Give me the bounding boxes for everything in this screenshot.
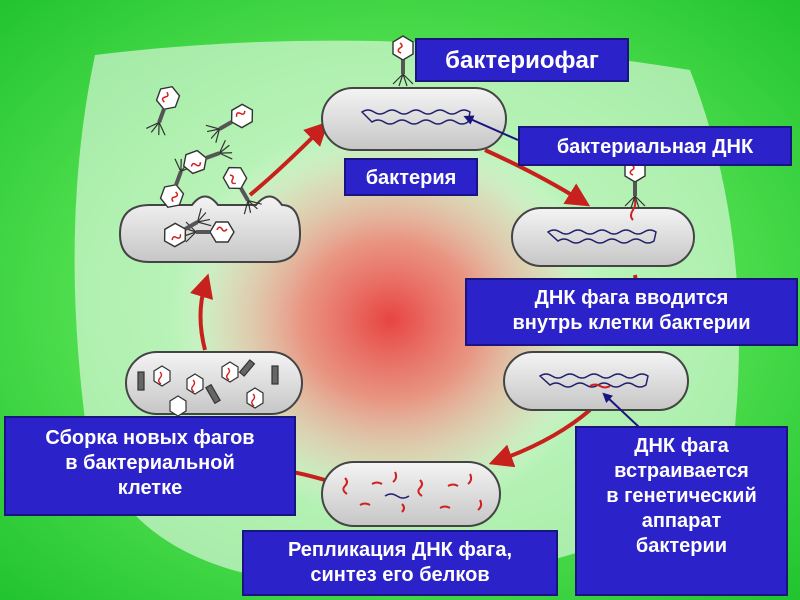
bacterium-cell-icon [511, 197, 695, 267]
dna-strand-icon [546, 229, 657, 244]
dna-integration-line-3: в генетический [606, 485, 757, 507]
label-bacterium: бактерия [344, 158, 478, 196]
label-dna-integration: ДНК фага встраивается в генетический апп… [575, 426, 788, 596]
label-bacterial-dna: бактериальная ДНК [518, 126, 792, 166]
label-assembly: Сборка новых фагов в бактериальной клетк… [4, 416, 296, 516]
dna-strand-icon [589, 383, 611, 389]
dna-integration-line-5: бактерии [635, 535, 728, 557]
assembly-line-2: в бактериальной [65, 452, 235, 474]
cycle-arrow-icon [488, 408, 592, 468]
dna-injection-line-2: внутрь клетки бактерии [512, 312, 751, 334]
pointer-bacterial-dna [463, 115, 519, 141]
replication-line-2: синтез его белков [310, 564, 490, 586]
cycle-arrow-icon [190, 273, 214, 351]
dna-strand-icon [630, 197, 637, 221]
dna-injection-line-1: ДНК фага вводится [534, 287, 729, 309]
dna-strand-icon [360, 109, 471, 125]
assembly-line-3: клетке [117, 477, 183, 499]
bacterium-cell-icon [503, 351, 689, 411]
dna-integration-line-1: ДНК фага [634, 435, 729, 457]
bacterium-cell-icon [321, 87, 507, 151]
bacteriophage-text: бактериофаг [445, 47, 599, 74]
bacterium-cell-icon [118, 195, 302, 263]
cycle-arrow-icon [484, 148, 591, 207]
label-dna-injection: ДНК фага вводится внутрь клетки бактерии [465, 278, 798, 346]
bacterial-dna-text: бактериальная ДНК [556, 136, 754, 158]
bacterium-text: бактерия [365, 167, 457, 189]
label-bacteriophage: бактериофаг [415, 38, 629, 82]
dna-integration-line-4: аппарат [641, 510, 722, 532]
dna-strand-icon [384, 493, 410, 499]
assembly-line-1: Сборка новых фагов [45, 427, 255, 449]
replication-line-1: Репликация ДНК фага, [287, 539, 513, 561]
bacterium-cell-icon [125, 351, 303, 417]
dna-integration-line-2: встраивается [614, 460, 749, 482]
dna-strand-icon [342, 471, 483, 513]
label-replication: Репликация ДНК фага, синтез его белков [242, 530, 558, 596]
pointer-dna-integration [602, 392, 641, 429]
bacterium-cell-icon [321, 461, 501, 527]
dna-strand-icon [538, 373, 649, 388]
cycle-arrow-icon [248, 121, 329, 197]
